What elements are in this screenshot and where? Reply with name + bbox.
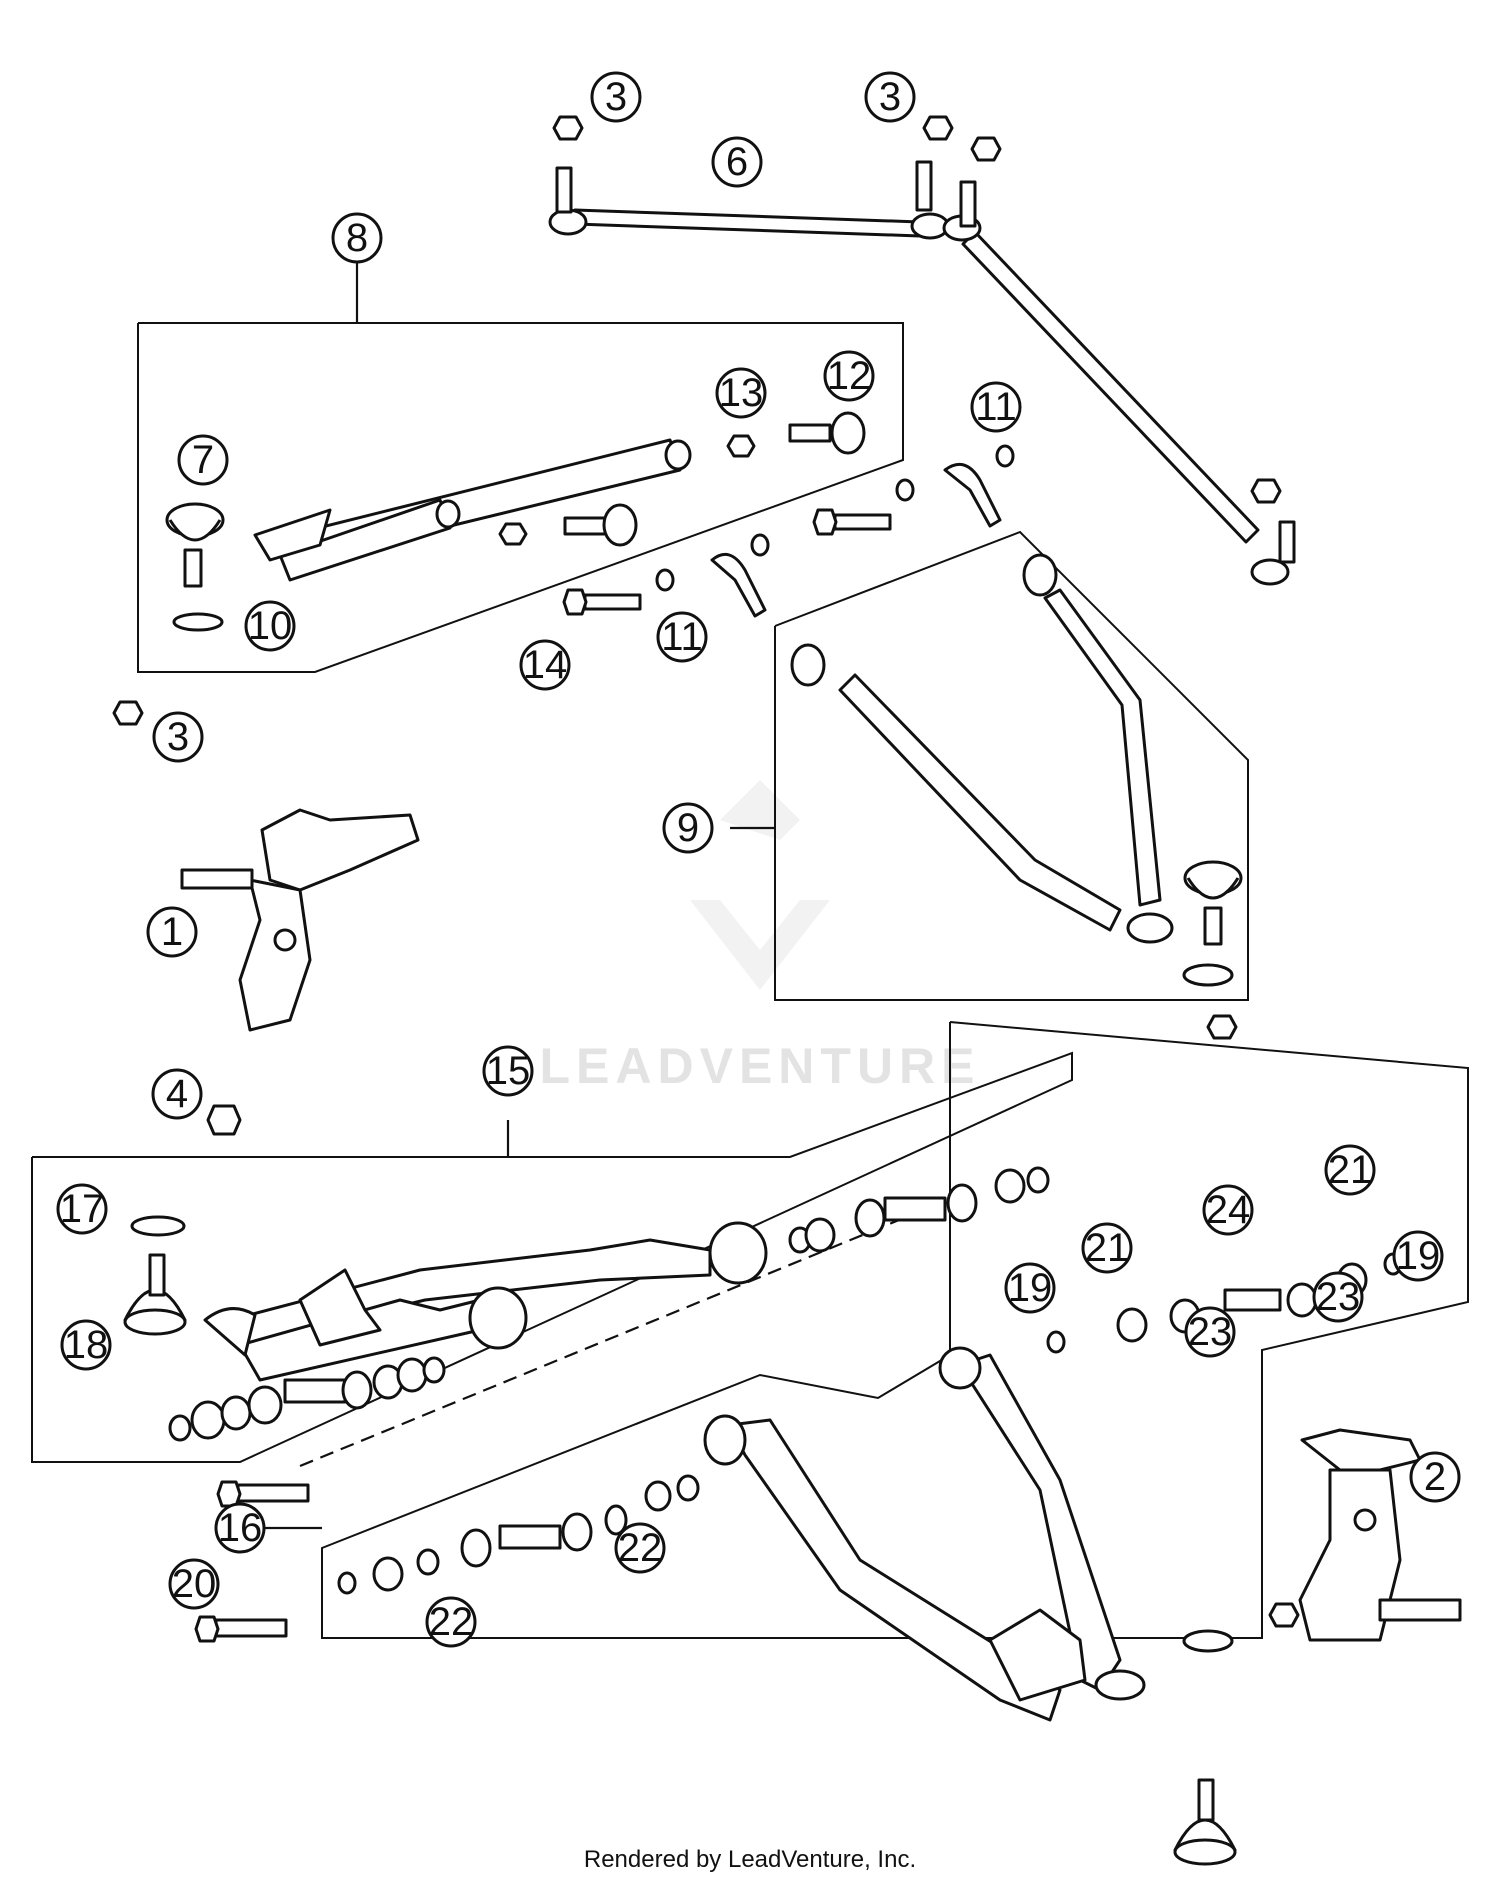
svg-text:11: 11 xyxy=(661,615,703,659)
callout-19: 19 xyxy=(1392,1230,1444,1282)
callout-4: 4 xyxy=(151,1068,203,1120)
lower-front-bushings xyxy=(168,1166,1050,1442)
callout-7: 7 xyxy=(177,434,229,486)
svg-text:12: 12 xyxy=(827,354,872,398)
callout-1: 1 xyxy=(146,906,198,958)
watermark-text: LEADVENTURE xyxy=(539,1038,980,1094)
callout-20: 20 xyxy=(168,1558,220,1610)
tie-rod-short xyxy=(548,160,950,240)
svg-text:18: 18 xyxy=(64,1323,109,1367)
svg-text:11: 11 xyxy=(975,385,1017,429)
svg-text:19: 19 xyxy=(1396,1234,1441,1278)
svg-text:10: 10 xyxy=(248,604,293,648)
svg-text:19: 19 xyxy=(1008,1266,1053,1310)
callout-12: 12 xyxy=(823,350,875,402)
leader-lines xyxy=(265,262,961,1530)
callout-21: 21 xyxy=(1324,1144,1376,1196)
box-upper-arm-8 xyxy=(137,322,904,673)
circlip-10 xyxy=(172,612,224,632)
steering-knuckle-right xyxy=(1298,1428,1462,1642)
callout-19: 19 xyxy=(1004,1262,1056,1314)
svg-text:24: 24 xyxy=(1206,1188,1251,1232)
callout-11: 11 xyxy=(656,611,708,663)
svg-text:20: 20 xyxy=(172,1562,217,1606)
callout-2: 2 xyxy=(1409,1451,1461,1503)
svg-text:3: 3 xyxy=(167,715,189,759)
svg-text:23: 23 xyxy=(1188,1310,1233,1354)
ball-joint-16 xyxy=(1173,1778,1237,1866)
callout-23: 23 xyxy=(1184,1306,1236,1358)
svg-text:13: 13 xyxy=(719,371,764,415)
box-upper-arm-9 xyxy=(774,530,1249,1001)
callout-10: 10 xyxy=(244,600,296,652)
svg-text:14: 14 xyxy=(523,643,568,687)
callout-3: 3 xyxy=(590,71,642,123)
callout-17: 17 xyxy=(56,1183,108,1235)
callout-3: 3 xyxy=(864,71,916,123)
callout-24: 24 xyxy=(1202,1184,1254,1236)
box-lower-arm-15 xyxy=(31,1051,1073,1463)
upper-a-arm-left xyxy=(253,438,692,582)
credit-footer: Rendered by LeadVenture, Inc. xyxy=(583,1846,917,1873)
callout-8: 8 xyxy=(331,212,383,264)
callout-22: 22 xyxy=(425,1596,477,1648)
svg-text:23: 23 xyxy=(1316,1275,1361,1319)
callout-21: 21 xyxy=(1081,1222,1133,1274)
svg-text:7: 7 xyxy=(192,438,214,482)
svg-text:3: 3 xyxy=(879,75,901,119)
callout-14: 14 xyxy=(519,639,571,691)
steering-knuckle-left xyxy=(180,808,420,1032)
svg-text:8: 8 xyxy=(346,216,368,260)
callout-6: 6 xyxy=(711,136,763,188)
svg-text:16: 16 xyxy=(218,1506,263,1550)
svg-text:9: 9 xyxy=(677,806,699,850)
callout-15: 15 xyxy=(482,1045,534,1097)
svg-text:21: 21 xyxy=(1328,1148,1373,1192)
callout-23: 23 xyxy=(1312,1271,1364,1323)
circlip-9 xyxy=(1182,963,1234,987)
callout-13: 13 xyxy=(715,367,767,419)
upper-hardware xyxy=(498,411,1015,618)
svg-text:3: 3 xyxy=(605,75,627,119)
svg-text:22: 22 xyxy=(618,1526,663,1570)
ball-joint-9 xyxy=(1183,860,1243,946)
callout-9: 9 xyxy=(662,802,714,854)
svg-text:2: 2 xyxy=(1424,1455,1446,1499)
callout-3: 3 xyxy=(152,711,204,763)
circlip-17 xyxy=(130,1215,186,1237)
ball-joint-7 xyxy=(165,502,225,588)
tie-rod-long xyxy=(942,180,1296,586)
ball-joint-18 xyxy=(123,1253,187,1336)
nut-icons xyxy=(112,115,1300,1628)
svg-text:17: 17 xyxy=(60,1187,105,1231)
svg-text:6: 6 xyxy=(726,140,748,184)
box-lower-arm-16 xyxy=(321,1021,1469,1639)
watermark-logo xyxy=(690,780,830,990)
callout-16: 16 xyxy=(214,1502,266,1554)
lower-a-arm-front xyxy=(203,1221,768,1382)
svg-text:4: 4 xyxy=(166,1072,188,1116)
callout-18: 18 xyxy=(60,1319,112,1371)
svg-text:15: 15 xyxy=(486,1049,531,1093)
callout-11: 11 xyxy=(970,381,1022,433)
svg-text:22: 22 xyxy=(429,1600,474,1644)
lower-a-arm-rear xyxy=(703,1346,1146,1722)
circlip-16 xyxy=(1182,1629,1234,1653)
callout-22: 22 xyxy=(614,1522,666,1574)
upper-a-arm-right xyxy=(790,553,1174,944)
svg-text:1: 1 xyxy=(161,910,183,954)
svg-text:21: 21 xyxy=(1085,1226,1130,1270)
